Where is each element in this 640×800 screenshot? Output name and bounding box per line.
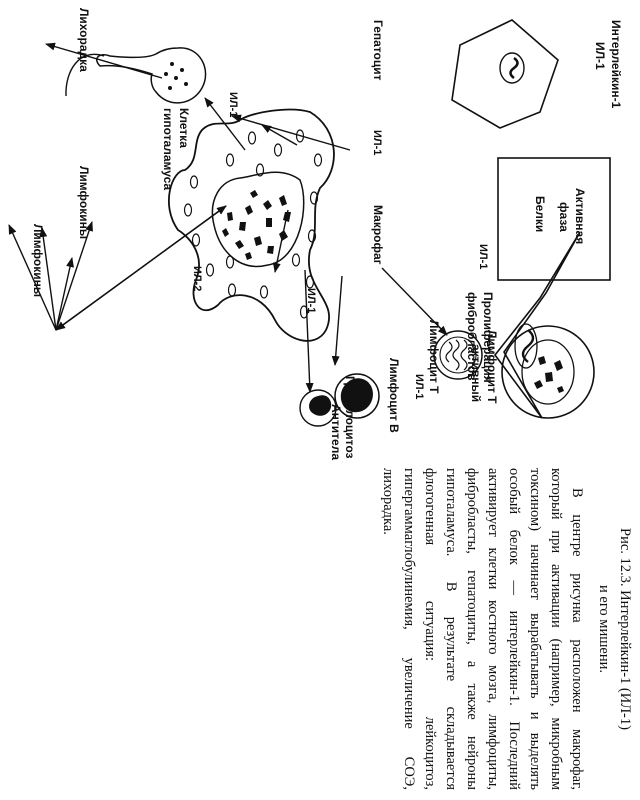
fibroblast-cell	[493, 231, 581, 419]
granulocyte-cell	[299, 389, 337, 427]
arrow-to-acute-phase	[231, 114, 351, 151]
label-antibodies: Антитела	[329, 404, 343, 460]
lymphocyte-t-active-cell	[501, 325, 595, 419]
label-lymphokines-2: Лимфокины	[31, 224, 45, 297]
label-lymphocyte-t-active-2: активный	[469, 344, 483, 402]
macrophage-cell	[168, 108, 335, 342]
label-il1-fibroblast: ИЛ-1	[477, 244, 489, 269]
lymphocyte-t-cell	[433, 330, 483, 380]
label-il1-title-2: ИЛ-1	[593, 42, 607, 70]
hepatocyte-cell	[451, 19, 559, 129]
label-lymphocyte-b: Лимфоцит В	[387, 358, 401, 433]
label-il1-lymphocyte-b: ИЛ-1	[305, 288, 317, 313]
label-macrophage: Макрофаг	[371, 205, 385, 265]
label-hepatocyte: Гепатоцит	[371, 20, 385, 81]
label-hypothalamus-1: Клетка	[177, 108, 191, 148]
lymphokine-arrow-1	[55, 221, 93, 331]
label-il1-hypothalamus: ИЛ-1	[227, 92, 239, 117]
arrow-to-lymphocyte-b	[331, 275, 343, 366]
label-proliferation-1: Пролиферация	[481, 292, 495, 383]
label-acute-phase-2: фаза	[557, 202, 571, 232]
nucleus-chromatin	[222, 190, 291, 260]
caption-title-line-1: Рис. 12.3. Интерлейкин-1 (ИЛ-1)	[617, 528, 633, 730]
hypothalamus-cell	[65, 47, 207, 104]
label-il1-granulocyte: ИЛ-1	[413, 374, 425, 399]
cytoplasm-granules	[183, 129, 323, 319]
figure-caption: Рис. 12.3. Интерлейкин-1 (ИЛ-1) и его ми…	[377, 468, 635, 790]
arrow-to-fever	[45, 42, 163, 79]
label-hypothalamus-2: гипоталамуса	[161, 108, 175, 190]
arrow-to-lymphocyte-t	[381, 267, 448, 336]
label-fever: Лихорадка	[77, 8, 91, 72]
caption-body: В центре рисунка расположен макрофаг, ко…	[380, 468, 585, 790]
acute-phase-box	[497, 157, 611, 281]
arrow-macrophage-to-hepatocyte	[261, 124, 298, 146]
label-lymphocyte-t: Лимфоцит Т	[427, 320, 441, 394]
caption-title-line-2: и его мишени.	[596, 585, 612, 673]
label-lymphokines-1: Лимфокины	[77, 166, 91, 239]
label-il1-hepatocyte: ИЛ-1	[371, 130, 383, 155]
lymphocyte-b-cell	[334, 373, 380, 419]
lymphokine-arrow-3	[39, 227, 57, 331]
label-lymphocyte-t-active-1: Лимфоцит Т	[485, 330, 499, 404]
label-granulocytosis: Гранулоцитоз	[343, 376, 357, 459]
label-il2: ИЛ-2	[191, 266, 203, 291]
arrow-to-granulocyte	[304, 269, 314, 393]
label-acute-phase-1: Активная	[573, 188, 587, 244]
diagram-labels: Макрофаг Гепатоцит Интерлейкин-1 ИЛ-1 Ак…	[31, 8, 623, 460]
caption-title: Рис. 12.3. Интерлейкин-1 (ИЛ-1) и его ми…	[593, 468, 635, 790]
arrow-il2-feedback	[55, 205, 227, 331]
lymphokine-arrow-2	[55, 257, 74, 331]
label-proliferation-2: фибробластов	[465, 292, 479, 380]
label-il1-title-1: Интерлейкин-1	[609, 20, 623, 109]
label-acute-phase-3: Белки	[533, 196, 547, 232]
lymphokine-arrow-4	[8, 224, 57, 331]
